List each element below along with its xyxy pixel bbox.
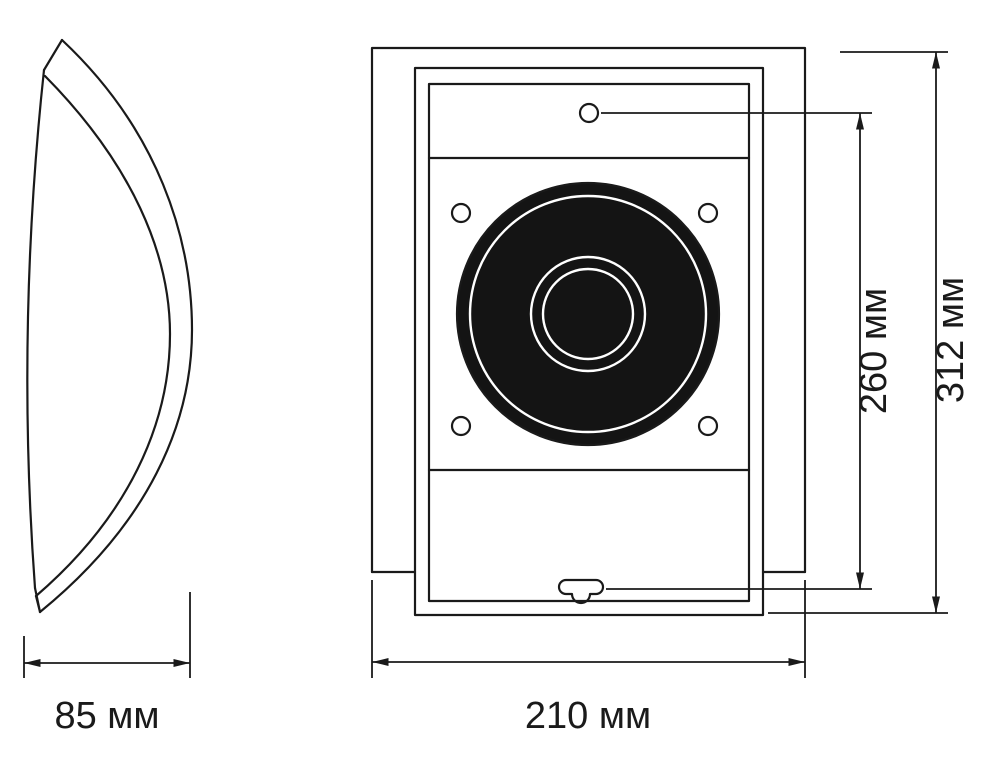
dimension-side-depth: 85 мм xyxy=(23,592,191,737)
side-top-tip xyxy=(42,38,64,72)
top-hole xyxy=(578,102,600,124)
total-height-label: 312 мм xyxy=(930,277,972,403)
speaker xyxy=(455,181,721,447)
mounting-hole-top-left xyxy=(450,202,472,224)
dimension-front-width: 210 мм xyxy=(371,580,806,737)
side-bottom-tip xyxy=(33,586,42,614)
dimension-total-height: 312 мм xyxy=(768,51,972,614)
speaker-dome-ring-inner xyxy=(541,267,635,361)
side-view xyxy=(26,38,194,614)
side-back-edge xyxy=(26,68,46,590)
dimension-holes-span: 260 мм xyxy=(601,112,895,590)
speaker-body xyxy=(455,181,721,447)
front-width-label: 210 мм xyxy=(525,695,651,737)
side-inner-curve xyxy=(34,74,172,598)
inner-plate xyxy=(427,82,751,603)
front-view xyxy=(370,46,807,617)
mounting-hole-bottom-left xyxy=(450,415,472,437)
side-outer-curve xyxy=(38,38,194,614)
speaker-outer-ring xyxy=(468,194,708,434)
outer-frame xyxy=(370,46,807,574)
keyhole-slot xyxy=(557,578,605,605)
mounting-hole-bottom-right xyxy=(697,415,719,437)
mounting-hole-top-right xyxy=(697,202,719,224)
front-panel xyxy=(413,66,765,617)
side-depth-label: 85 мм xyxy=(54,695,159,737)
speaker-dome-ring-outer xyxy=(529,255,647,373)
holes-span-label: 260 мм xyxy=(853,288,895,414)
